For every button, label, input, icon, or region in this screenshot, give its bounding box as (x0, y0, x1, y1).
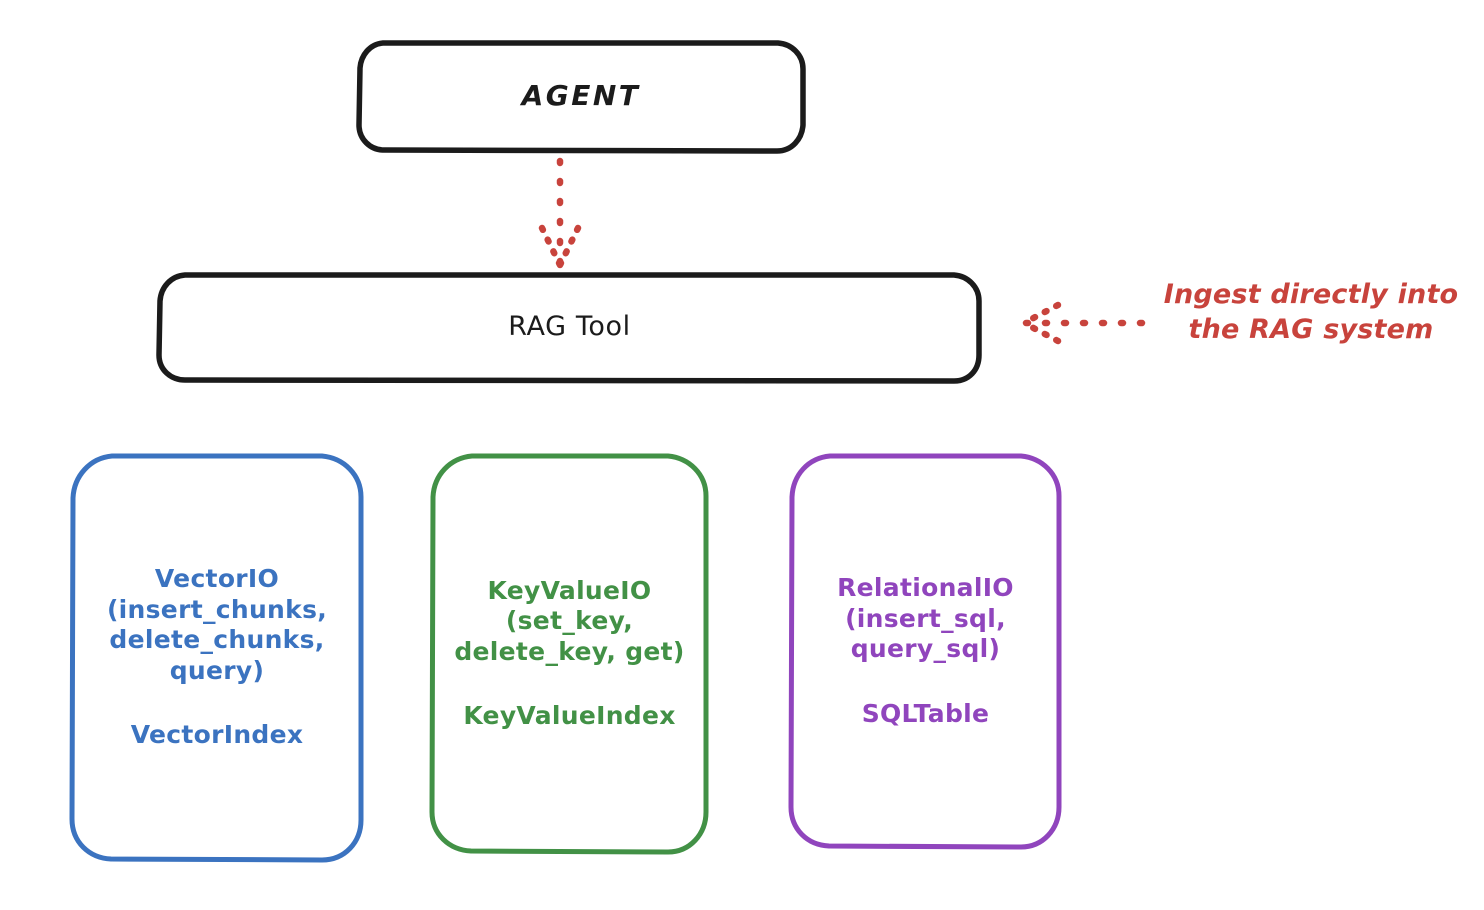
node-agent-label: AGENT (521, 79, 641, 113)
node-vector-io[interactable]: VectorIO (insert_chunks, delete_chunks, … (68, 452, 366, 863)
connector-agent-to-rag-tool (538, 157, 582, 269)
connector-ingest-to-rag-tool (1020, 301, 1146, 345)
annotation-ingest-directly: Ingest directly into the RAG system (1163, 279, 1459, 345)
node-vector-io-label: VectorIO (insert_chunks, delete_chunks, … (106, 564, 328, 685)
node-keyvalue-io-label: KeyValueIO (set_key, delete_key, get) (454, 575, 685, 666)
node-relational-io-label: RelationalIO (insert_sql, query_sql) (837, 573, 1014, 663)
node-vector-io-secondary-label: VectorIndex (130, 720, 304, 750)
node-agent[interactable]: AGENT (356, 40, 806, 154)
node-keyvalue-io-secondary-label: KeyValueIndex (463, 701, 676, 730)
node-rag-tool-label: RAG Tool (508, 311, 631, 343)
node-rag-tool[interactable]: RAG Tool (156, 272, 983, 384)
node-keyvalue-io[interactable]: KeyValueIO (set_key, delete_key, get) Ke… (428, 452, 711, 855)
node-relational-io-secondary-label: SQLTable (861, 698, 990, 728)
node-relational-io[interactable]: RelationalIO (insert_sql, query_sql) SQL… (787, 452, 1064, 850)
